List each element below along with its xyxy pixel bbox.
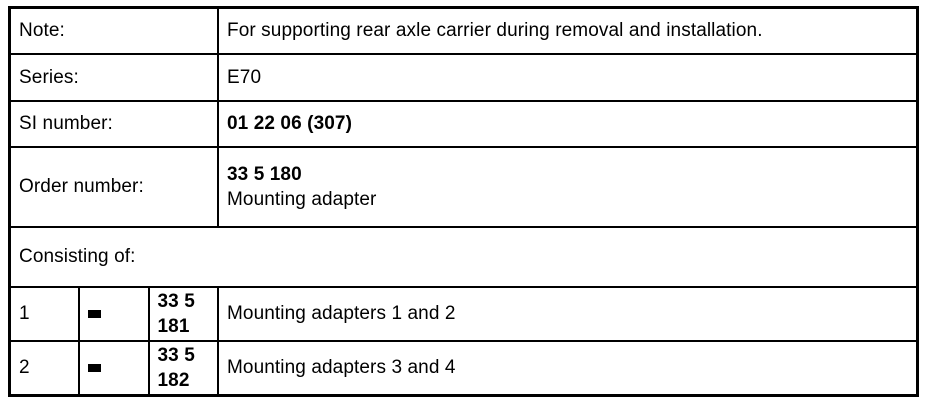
item-part-number: 33 5 181 — [147, 286, 219, 342]
item-index: 1 — [8, 286, 80, 342]
item-index: 2 — [8, 340, 80, 397]
table-body: Note: For supporting rear axle carrier d… — [8, 6, 919, 397]
item-mark — [78, 286, 150, 342]
item-description: Mounting adapters 1 and 2 — [217, 286, 919, 342]
table-row: Order number: 33 5 180 Mounting adapter — [8, 146, 919, 228]
row-value-order-number: 33 5 180 Mounting adapter — [217, 146, 919, 228]
table-row: 1 33 5 181 Mounting adapters 1 and 2 — [8, 286, 919, 342]
row-label-order-number: Order number: — [8, 146, 219, 228]
filled-square-icon — [88, 363, 101, 372]
table-row: Series: E70 — [8, 53, 919, 102]
filled-square-icon — [88, 309, 101, 318]
row-label-note: Note: — [8, 6, 219, 55]
consisting-of-label: Consisting of: — [8, 226, 919, 288]
row-value-note: For supporting rear axle carrier during … — [217, 6, 919, 55]
table-row: Note: For supporting rear axle carrier d… — [8, 6, 919, 55]
order-number-description: Mounting adapter — [227, 189, 377, 210]
special-tool-table: Note: For supporting rear axle carrier d… — [8, 6, 919, 397]
row-label-series: Series: — [8, 53, 219, 102]
table-row-consisting-of: Consisting of: — [8, 226, 919, 288]
table-row: SI number: 01 22 06 (307) — [8, 100, 919, 148]
table-row: 2 33 5 182 Mounting adapters 3 and 4 — [8, 340, 919, 397]
row-value-si-number: 01 22 06 (307) — [217, 100, 919, 148]
item-mark — [78, 340, 150, 397]
item-description: Mounting adapters 3 and 4 — [217, 340, 919, 397]
item-part-number: 33 5 182 — [147, 340, 219, 397]
row-label-si-number: SI number: — [8, 100, 219, 148]
row-value-series: E70 — [217, 53, 919, 102]
order-number-value: 33 5 180 — [227, 163, 302, 185]
